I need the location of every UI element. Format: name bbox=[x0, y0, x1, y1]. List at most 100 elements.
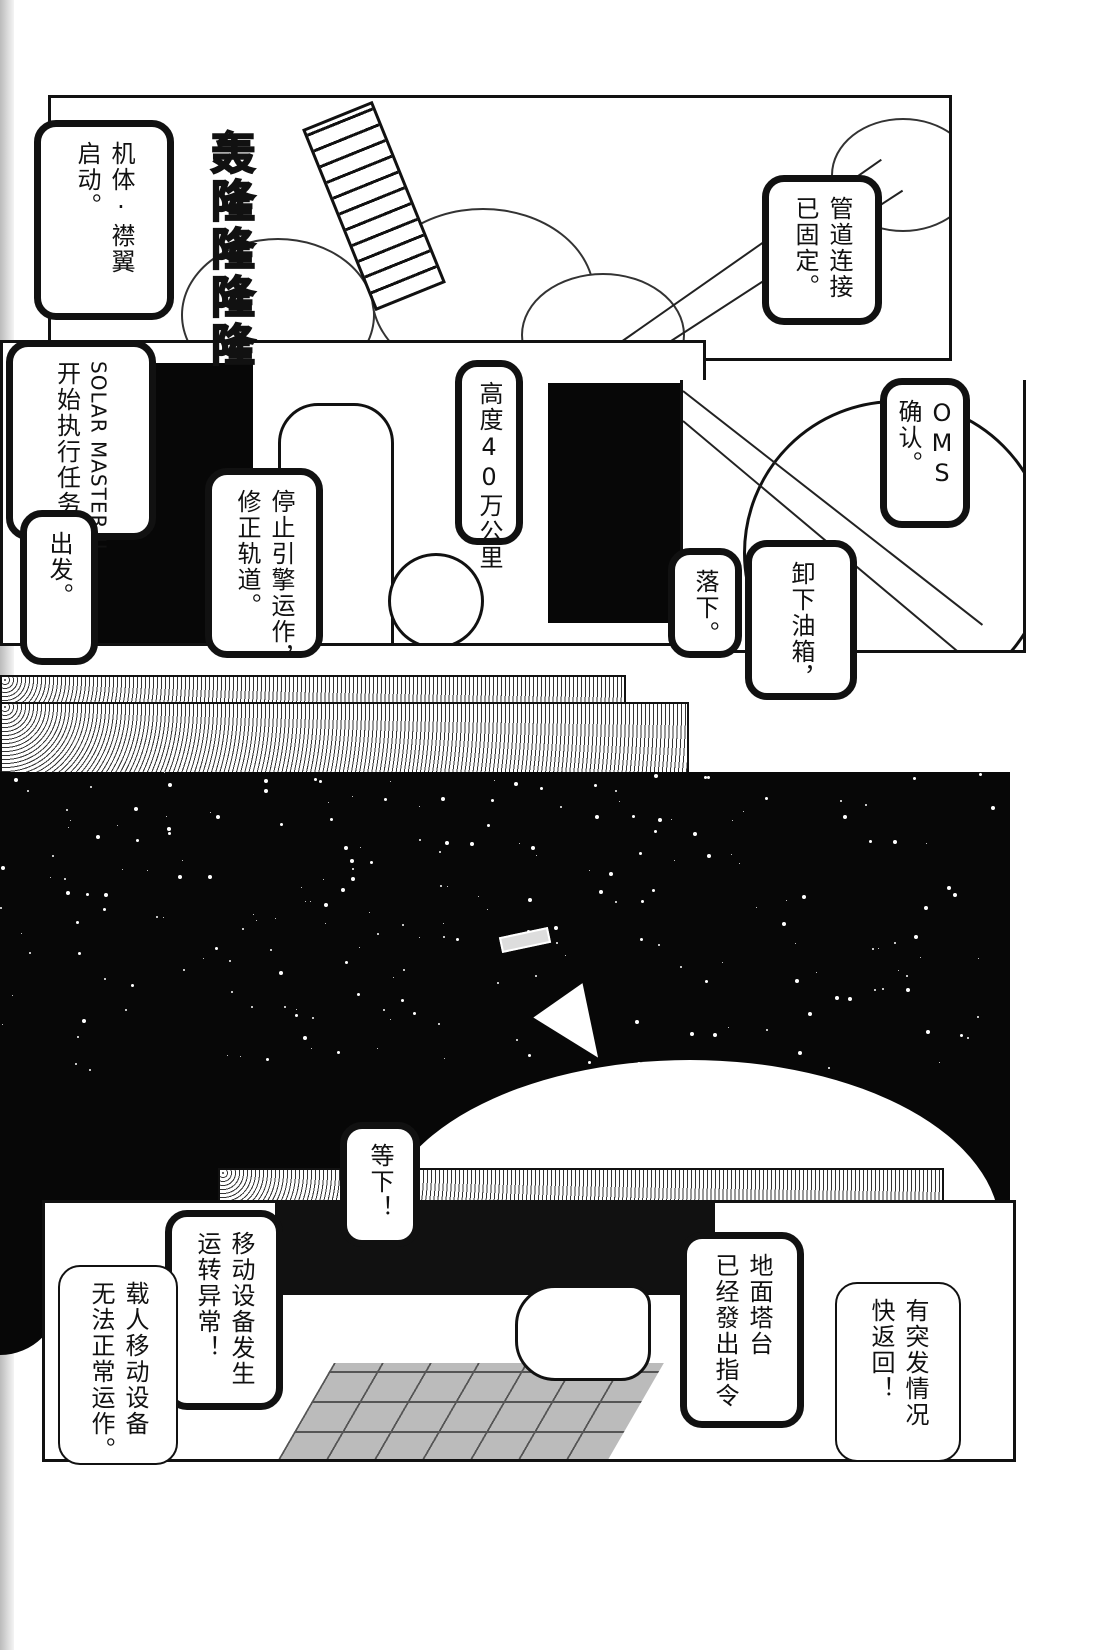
bubble-line: 载人移动设备 bbox=[121, 1281, 149, 1437]
star bbox=[947, 886, 951, 890]
star bbox=[229, 960, 231, 962]
bubble-line: 有突发情况 bbox=[901, 1298, 929, 1428]
star bbox=[104, 978, 106, 980]
star bbox=[438, 1023, 440, 1025]
star bbox=[979, 773, 982, 776]
star bbox=[765, 797, 768, 800]
star bbox=[705, 980, 708, 983]
star bbox=[440, 885, 442, 887]
star bbox=[491, 799, 494, 802]
star bbox=[270, 949, 272, 951]
star bbox=[203, 958, 204, 959]
bubble-line: 等下！ bbox=[366, 1143, 394, 1221]
star bbox=[210, 812, 211, 813]
star bbox=[494, 780, 495, 781]
star bbox=[615, 790, 617, 792]
star bbox=[893, 840, 897, 844]
star bbox=[588, 1061, 591, 1064]
star bbox=[882, 988, 884, 990]
star bbox=[707, 854, 711, 858]
star bbox=[869, 840, 872, 843]
star bbox=[894, 942, 896, 944]
star bbox=[21, 933, 22, 934]
star bbox=[654, 774, 658, 778]
star bbox=[166, 816, 167, 817]
star bbox=[90, 786, 92, 788]
star bbox=[27, 790, 29, 792]
star bbox=[377, 933, 379, 935]
star bbox=[540, 787, 543, 790]
star bbox=[64, 878, 66, 880]
star bbox=[528, 1054, 531, 1057]
star bbox=[264, 789, 268, 793]
bubble-line: 已固定。 bbox=[791, 196, 819, 300]
star bbox=[652, 889, 655, 892]
star bbox=[641, 900, 644, 903]
star bbox=[743, 811, 744, 812]
star bbox=[445, 841, 449, 845]
star bbox=[924, 906, 928, 910]
star bbox=[594, 784, 597, 787]
star bbox=[227, 1055, 228, 1056]
star bbox=[766, 1029, 768, 1031]
star bbox=[70, 820, 71, 821]
star bbox=[704, 776, 707, 779]
star bbox=[798, 1051, 802, 1055]
bubble-line: 机体·襟翼 bbox=[107, 141, 135, 275]
star bbox=[312, 1017, 314, 1019]
star bbox=[78, 952, 81, 955]
star bbox=[654, 830, 657, 833]
star bbox=[786, 900, 787, 901]
star bbox=[251, 1006, 253, 1008]
star bbox=[914, 935, 918, 939]
bubble-line: 启动。 bbox=[73, 141, 101, 219]
panel-deep-space bbox=[0, 772, 1010, 1400]
star bbox=[402, 924, 404, 926]
smoke-cloud bbox=[181, 238, 375, 358]
star bbox=[840, 800, 842, 802]
star bbox=[352, 796, 353, 797]
star bbox=[325, 923, 326, 924]
star bbox=[314, 778, 317, 781]
star bbox=[341, 888, 345, 892]
star bbox=[1, 866, 5, 870]
speech-bubble-device-abnormal: 移动设备发生 运转异常！ bbox=[165, 1210, 283, 1410]
bubble-line: 卸下油箱， bbox=[787, 561, 815, 691]
bubble-line: 修正轨道。 bbox=[233, 489, 261, 619]
star bbox=[816, 972, 817, 973]
star bbox=[756, 907, 757, 908]
star bbox=[977, 1016, 979, 1018]
star bbox=[323, 879, 324, 880]
star bbox=[275, 918, 276, 919]
star bbox=[305, 901, 306, 902]
star bbox=[125, 1009, 127, 1011]
star bbox=[215, 947, 218, 950]
star bbox=[595, 815, 599, 819]
bubble-line: 管道连接 bbox=[825, 196, 853, 300]
speech-bubble-ground-tower: 地面塔台 已经發出指令 bbox=[680, 1232, 804, 1428]
bubble-line: 已经發出指令 bbox=[711, 1253, 739, 1409]
star bbox=[728, 1027, 729, 1028]
star bbox=[615, 901, 617, 903]
star bbox=[50, 877, 51, 878]
star bbox=[558, 1016, 561, 1019]
star bbox=[311, 1048, 312, 1049]
star bbox=[131, 984, 134, 987]
star bbox=[303, 1036, 307, 1040]
star bbox=[134, 807, 138, 811]
star bbox=[66, 891, 70, 895]
bubble-line: OMS bbox=[928, 399, 956, 489]
star bbox=[66, 809, 68, 811]
star bbox=[280, 823, 283, 826]
star bbox=[874, 989, 876, 991]
star bbox=[444, 1058, 445, 1059]
star bbox=[528, 898, 532, 902]
star bbox=[872, 948, 874, 950]
star bbox=[865, 804, 867, 806]
star bbox=[216, 815, 220, 819]
star bbox=[403, 969, 405, 971]
star bbox=[514, 782, 518, 786]
bubble-line: 停止引擎运作， bbox=[267, 489, 295, 671]
star bbox=[419, 839, 421, 841]
star bbox=[519, 843, 520, 844]
